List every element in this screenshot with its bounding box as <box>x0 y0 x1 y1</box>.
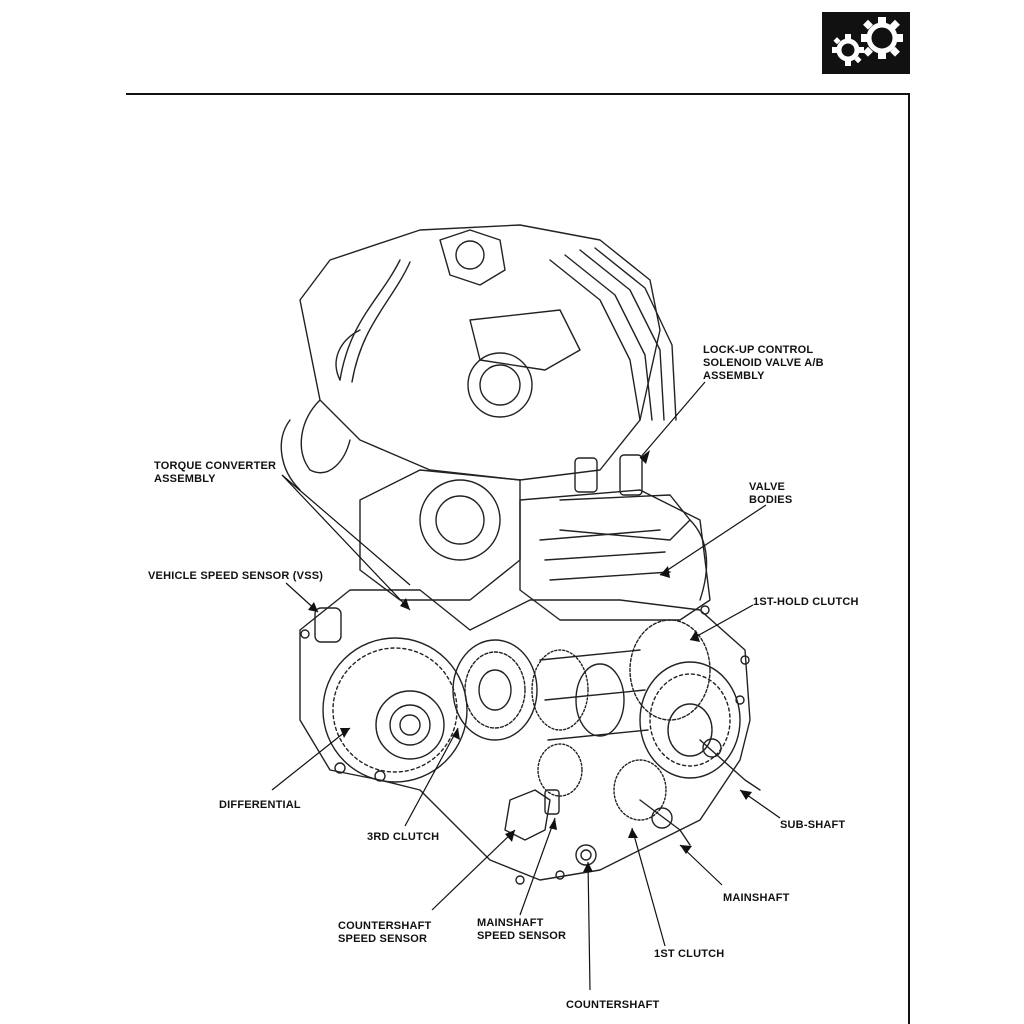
frame-top-rule <box>126 93 910 95</box>
label-vehicle-speed-sensor: VEHICLE SPEED SENSOR (VSS) <box>148 570 324 582</box>
label-third-clutch: 3RD CLUTCH <box>367 831 440 843</box>
label-lock-up-control-solenoid: LOCK-UP CONTROL SOLENOID VALVE A/B ASSEM… <box>703 344 824 382</box>
label-first-clutch: 1ST CLUTCH <box>654 948 725 960</box>
label-countershaft-speed-sensor: COUNTERSHAFT SPEED SENSOR <box>338 920 432 945</box>
label-countershaft: COUNTERSHAFT <box>566 999 660 1011</box>
label-mainshaft: MAINSHAFT <box>723 892 790 904</box>
gears-icon <box>822 12 910 74</box>
frame-right-rule <box>908 93 910 1024</box>
label-first-hold-clutch: 1ST-HOLD CLUTCH <box>753 596 859 608</box>
label-mainshaft-speed-sensor: MAINSHAFT SPEED SENSOR <box>477 917 567 942</box>
label-valve-bodies: VALVE BODIES <box>749 481 793 506</box>
label-torque-converter: TORQUE CONVERTER ASSEMBLY <box>154 460 277 485</box>
label-sub-shaft: SUB-SHAFT <box>780 819 846 831</box>
gears-icon-glyph <box>832 17 903 66</box>
label-differential: DIFFERENTIAL <box>219 799 301 811</box>
